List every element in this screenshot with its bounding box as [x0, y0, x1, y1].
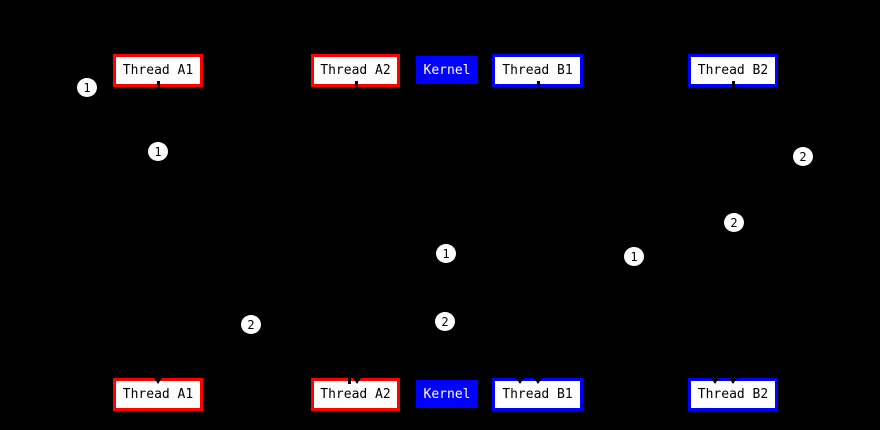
lifeline-arrowhead-icon — [154, 378, 162, 384]
kernel-top-label: Kernel — [423, 62, 471, 78]
thread-b2-top-label: Thread B2 — [697, 63, 769, 78]
sequence-number-badge: 1 — [148, 142, 168, 161]
lifeline-arrowhead-icon — [516, 378, 524, 384]
sequence-number-badge: 2 — [241, 315, 261, 334]
lifeline-tick-icon — [157, 81, 160, 87]
kernel-top-node: Kernel — [416, 56, 478, 84]
thread-b1-bottom-label: Thread B1 — [502, 387, 573, 402]
sequence-number-label: 2 — [730, 215, 738, 230]
sequence-number-label: 1 — [442, 246, 450, 261]
lifeline-tick-icon — [537, 81, 540, 87]
lifeline-arrowhead-icon — [353, 378, 361, 384]
sequence-number-label: 1 — [83, 80, 91, 95]
sequence-number-badge: 1 — [624, 247, 644, 266]
lifeline-tick-icon — [348, 378, 351, 384]
thread-a2-bottom-label: Thread A2 — [320, 387, 391, 402]
sequence-number-label: 1 — [154, 144, 162, 159]
sequence-number-label: 2 — [441, 314, 449, 329]
sequence-number-badge: 2 — [435, 312, 455, 331]
kernel-bottom-label: Kernel — [423, 386, 471, 402]
lifeline-tick-icon — [355, 81, 358, 87]
thread-a2-top-label: Thread A2 — [320, 63, 391, 78]
thread-a1-top-label: Thread A1 — [122, 63, 194, 78]
sequence-number-label: 2 — [799, 149, 807, 164]
sequence-number-badge: 1 — [436, 244, 456, 263]
sequence-number-badge: 2 — [724, 213, 744, 232]
kernel-bottom-node: Kernel — [416, 380, 478, 408]
thread-a1-bottom-label: Thread A1 — [122, 387, 194, 402]
sequence-number-label: 1 — [630, 249, 638, 264]
thread-b1-top-label: Thread B1 — [502, 63, 573, 78]
lifeline-arrowhead-icon — [534, 378, 542, 384]
sequence-number-badge: 1 — [77, 78, 97, 97]
lifeline-tick-icon — [732, 81, 735, 87]
lifeline-arrowhead-icon — [729, 378, 737, 384]
sequence-number-label: 2 — [247, 317, 255, 332]
thread-b2-bottom-label: Thread B2 — [697, 387, 769, 402]
lifeline-arrowhead-icon — [711, 378, 719, 384]
sequence-number-badge: 2 — [793, 147, 813, 166]
